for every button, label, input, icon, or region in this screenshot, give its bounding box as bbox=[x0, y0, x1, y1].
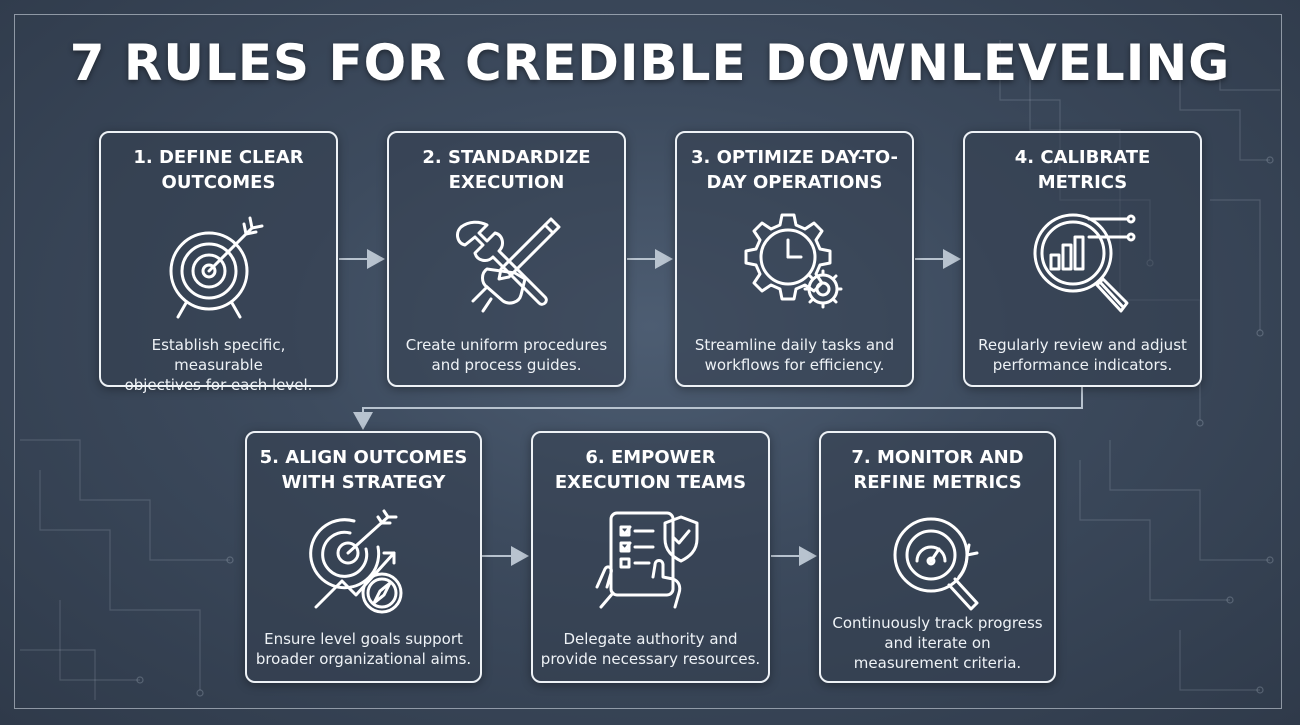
rule-card-6: 6. EMPOWER EXECUTION TEAMS Delegate auth… bbox=[531, 431, 770, 683]
rule-card-7: 7. MONITOR AND REFINE METRICS Continuous… bbox=[819, 431, 1056, 683]
rule-description: Establish specific, measurable objective… bbox=[124, 336, 313, 394]
rule-heading: 4. CALIBRATE METRICS bbox=[1014, 147, 1151, 193]
rule-description: Create uniform procedures and process gu… bbox=[405, 336, 608, 374]
magnifier-gauge-icon bbox=[893, 517, 978, 611]
magnifier-chart-icon bbox=[1033, 213, 1135, 313]
tablet-checklist-shield-icon bbox=[595, 511, 698, 609]
rule-description: Continuously track progress and iterate … bbox=[832, 614, 1043, 672]
target-compass-icon bbox=[308, 509, 402, 614]
gear-clock-icon bbox=[744, 213, 842, 309]
outer-frame bbox=[14, 14, 1282, 709]
rule-heading: 5. ALIGN OUTCOMES WITH STRATEGY bbox=[259, 447, 468, 493]
rule-card-2: 2. STANDARDIZE EXECUTION Create uniform … bbox=[387, 131, 626, 387]
page-title: 7 RULES FOR CREDIBLE DOWNLEVELING bbox=[69, 34, 1231, 92]
target-arrow-icon bbox=[169, 216, 263, 319]
rule-description: Regularly review and adjust performance … bbox=[978, 336, 1187, 374]
rule-card-5: 5. ALIGN OUTCOMES WITH STRATEGY Ensure l… bbox=[245, 431, 482, 683]
rule-heading: 2. STANDARDIZE EXECUTION bbox=[422, 147, 591, 193]
rule-card-3: 3. OPTIMIZE DAY-TO- DAY OPERATIONS Strea… bbox=[675, 131, 914, 387]
rule-heading: 7. MONITOR AND REFINE METRICS bbox=[851, 447, 1024, 493]
rule-description: Delegate authority and provide necessary… bbox=[540, 630, 761, 668]
rule-heading: 1. DEFINE CLEAR OUTCOMES bbox=[133, 147, 304, 193]
rule-description: Ensure level goals support broader organ… bbox=[255, 630, 472, 668]
rule-card-1: 1. DEFINE CLEAR OUTCOMES Establish speci… bbox=[99, 131, 338, 394]
rule-description: Streamline daily tasks and workflows for… bbox=[694, 336, 895, 374]
rule-heading: 6. EMPOWER EXECUTION TEAMS bbox=[554, 447, 747, 493]
wrench-pencil-icon bbox=[455, 217, 560, 313]
rule-heading: 3. OPTIMIZE DAY-TO- DAY OPERATIONS bbox=[690, 147, 899, 193]
rule-card-4: 4. CALIBRATE METRICS Regularly review an… bbox=[963, 131, 1202, 387]
